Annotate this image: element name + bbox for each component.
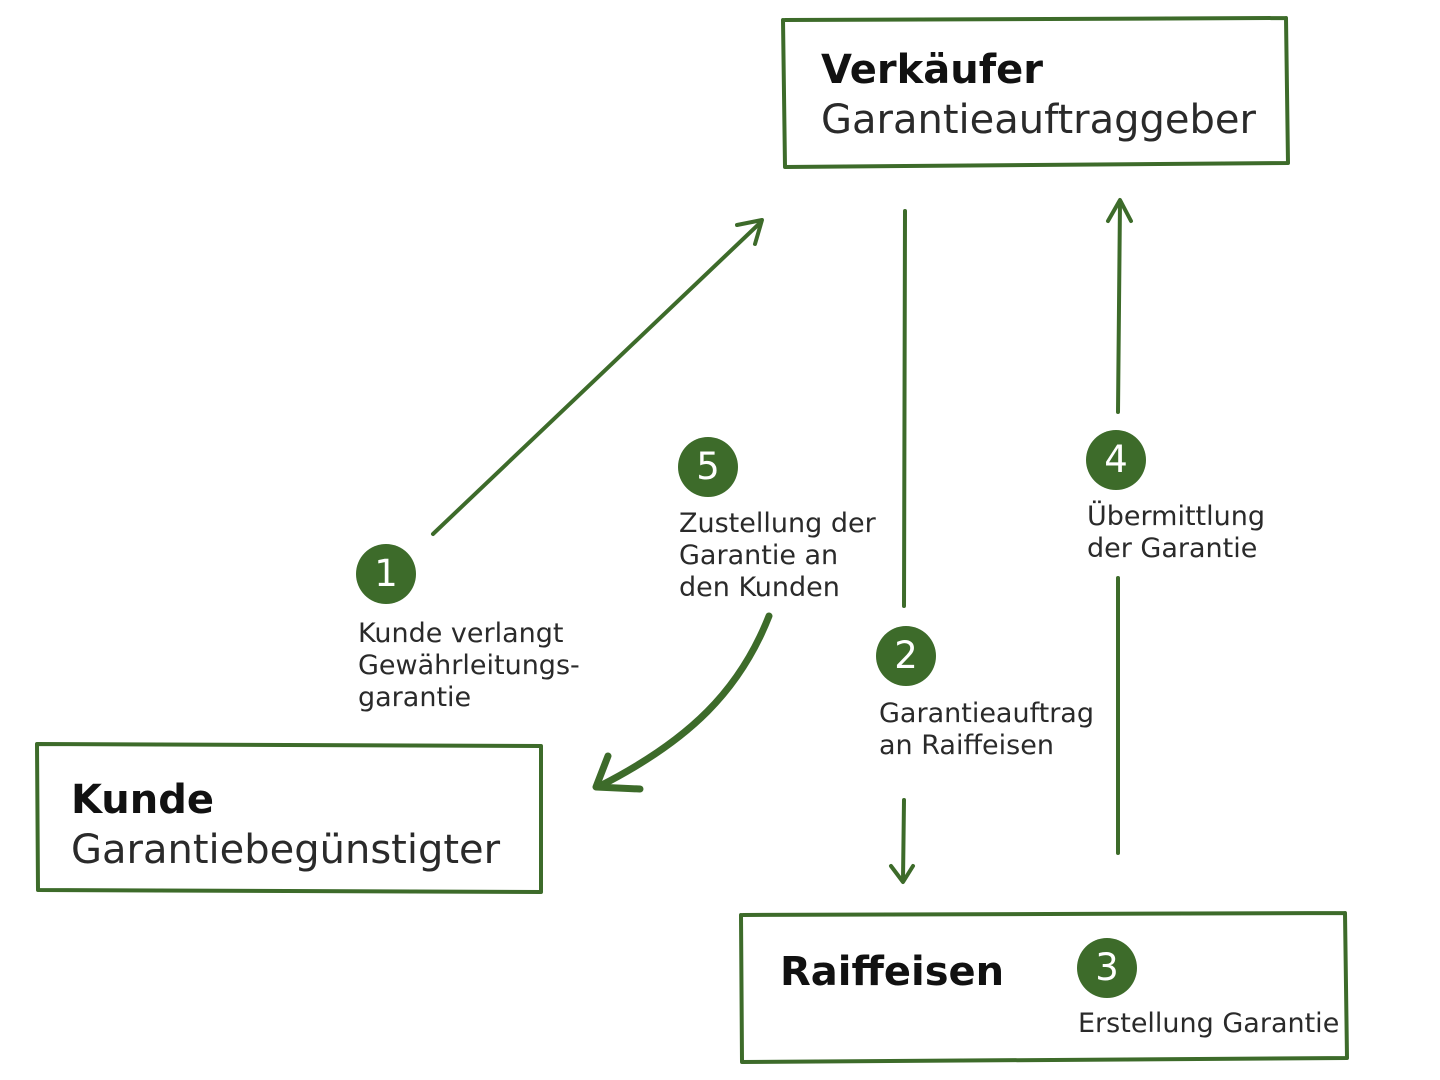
step-4-line-1: Übermittlung: [1087, 501, 1265, 532]
customer-box-frame: [35, 742, 543, 894]
step-5-label: Zustellung der Garantie an den Kunden: [679, 508, 876, 604]
arrow-seller-to-customer-head: [592, 752, 644, 793]
step-5-line-1: Zustellung der: [679, 508, 876, 539]
customer-title: Kunde: [71, 777, 215, 823]
step-3-label: Erstellung Garantie: [1078, 1008, 1339, 1040]
arrow-customer-to-seller: [431, 220, 763, 536]
step-5-line-2: Garantie an: [679, 540, 839, 571]
step-3-line-1: Erstellung Garantie: [1078, 1008, 1340, 1039]
customer-subtitle: Garantiebegünstigter: [71, 827, 501, 873]
step-1-label: Kunde verlangt Gewährleitungs- garantie: [358, 618, 580, 714]
step-5-line-3: den Kunden: [679, 572, 840, 603]
arrow-seller-to-bank-upper: [902, 209, 907, 608]
raiffeisen-title: Raiffeisen: [780, 949, 1005, 995]
step-2-line-1: Garantieauftrag: [879, 698, 1094, 729]
step-4-line-2: der Garantie: [1087, 533, 1258, 564]
step-4-label: Übermittlung der Garantie: [1087, 501, 1265, 565]
step-1-line-1: Kunde verlangt: [358, 618, 564, 649]
arrow-seller-to-customer: [596, 612, 773, 790]
arrow-bank-to-seller-upper: [1116, 199, 1122, 414]
step-2-line-2: an Raiffeisen: [879, 730, 1054, 761]
step-1-line-2: Gewährleitungs-: [358, 650, 580, 681]
step-2-badge: 2: [876, 626, 936, 686]
step-2-label: Garantieauftrag an Raiffeisen: [879, 698, 1094, 762]
arrow-seller-to-bank-lower: [901, 798, 906, 882]
step-1-badge: 1: [356, 544, 416, 604]
arrow-seller-to-bank-head: [889, 864, 915, 884]
arrow-customer-to-seller-head: [735, 218, 764, 246]
seller-subtitle: Garantieauftraggeber: [821, 97, 1256, 143]
step-1-line-3: garantie: [358, 682, 472, 713]
seller-title: Verkäufer: [821, 47, 1043, 93]
seller-box-frame: [781, 16, 1290, 169]
raiffeisen-box-frame: [739, 911, 1349, 1064]
step-3-badge: 3: [1077, 938, 1137, 998]
arrow-bank-to-seller-head: [1106, 198, 1133, 223]
step-4-badge: 4: [1086, 430, 1146, 490]
step-5-badge: 5: [678, 437, 738, 497]
